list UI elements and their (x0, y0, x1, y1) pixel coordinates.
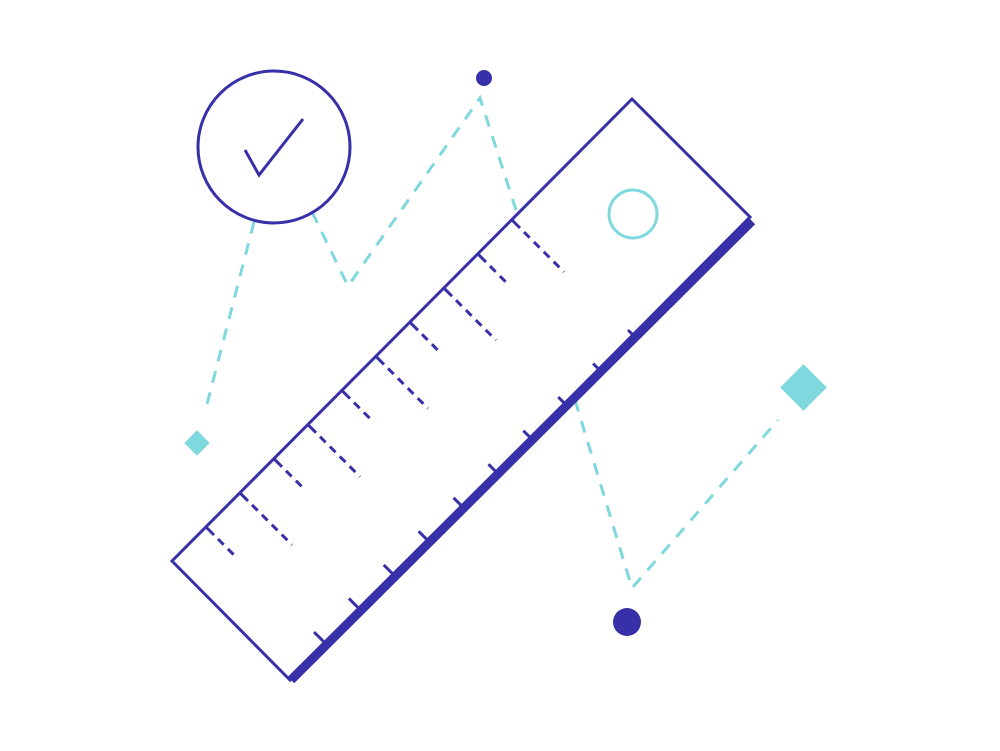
ruler-tick (522, 429, 535, 442)
connector-left (203, 221, 256, 413)
ruler-tick (557, 396, 570, 409)
ruler-tick-dash (318, 435, 362, 478)
ruler-tick (592, 362, 605, 375)
ruler-tick-dash (420, 333, 442, 354)
ruler-tick-dash (522, 230, 566, 274)
ruler-tick (626, 328, 640, 342)
ruler-tick (306, 423, 318, 434)
ruler-tick (452, 496, 465, 509)
ruler-tick (510, 218, 522, 230)
ruler-tick (382, 563, 395, 576)
connector-right (573, 399, 780, 592)
bottom-dot-icon (613, 608, 641, 636)
dashed-connectors (203, 94, 780, 592)
checkmark-circle-icon (196, 69, 352, 225)
ruler-tick-dash (386, 367, 430, 410)
ruler-lower-ticks (312, 328, 640, 644)
ruler-tick (417, 530, 430, 543)
ruler-body (169, 96, 753, 683)
ruler-tick-dash (284, 469, 306, 490)
ruler-tick (347, 597, 360, 610)
ruler-tick (312, 630, 326, 644)
ruler-shadow-edge (287, 217, 756, 684)
ruler-tick (340, 389, 352, 400)
ruler-icon (169, 96, 756, 684)
top-dot-icon (476, 70, 492, 86)
ruler-tick (476, 253, 488, 264)
large-diamond-icon (780, 364, 827, 411)
small-diamond-icon (184, 430, 210, 456)
ruler-tick (238, 491, 250, 502)
ruler-tick (408, 321, 420, 332)
ruler-tick (374, 355, 386, 366)
ruler-upper-ticks (204, 218, 566, 559)
ruler-tick-dash (250, 503, 294, 546)
ruler-tick (442, 287, 454, 298)
ruler-tick (204, 525, 216, 537)
ruler-tick-dash (454, 299, 498, 342)
ruler-tick-dash (216, 537, 238, 559)
ruler-tick-dash (488, 265, 510, 286)
ruler-tick-dash (352, 401, 374, 422)
ruler-hole-icon (607, 188, 659, 240)
ruler-tick (487, 463, 500, 476)
ruler-tick (272, 457, 284, 468)
